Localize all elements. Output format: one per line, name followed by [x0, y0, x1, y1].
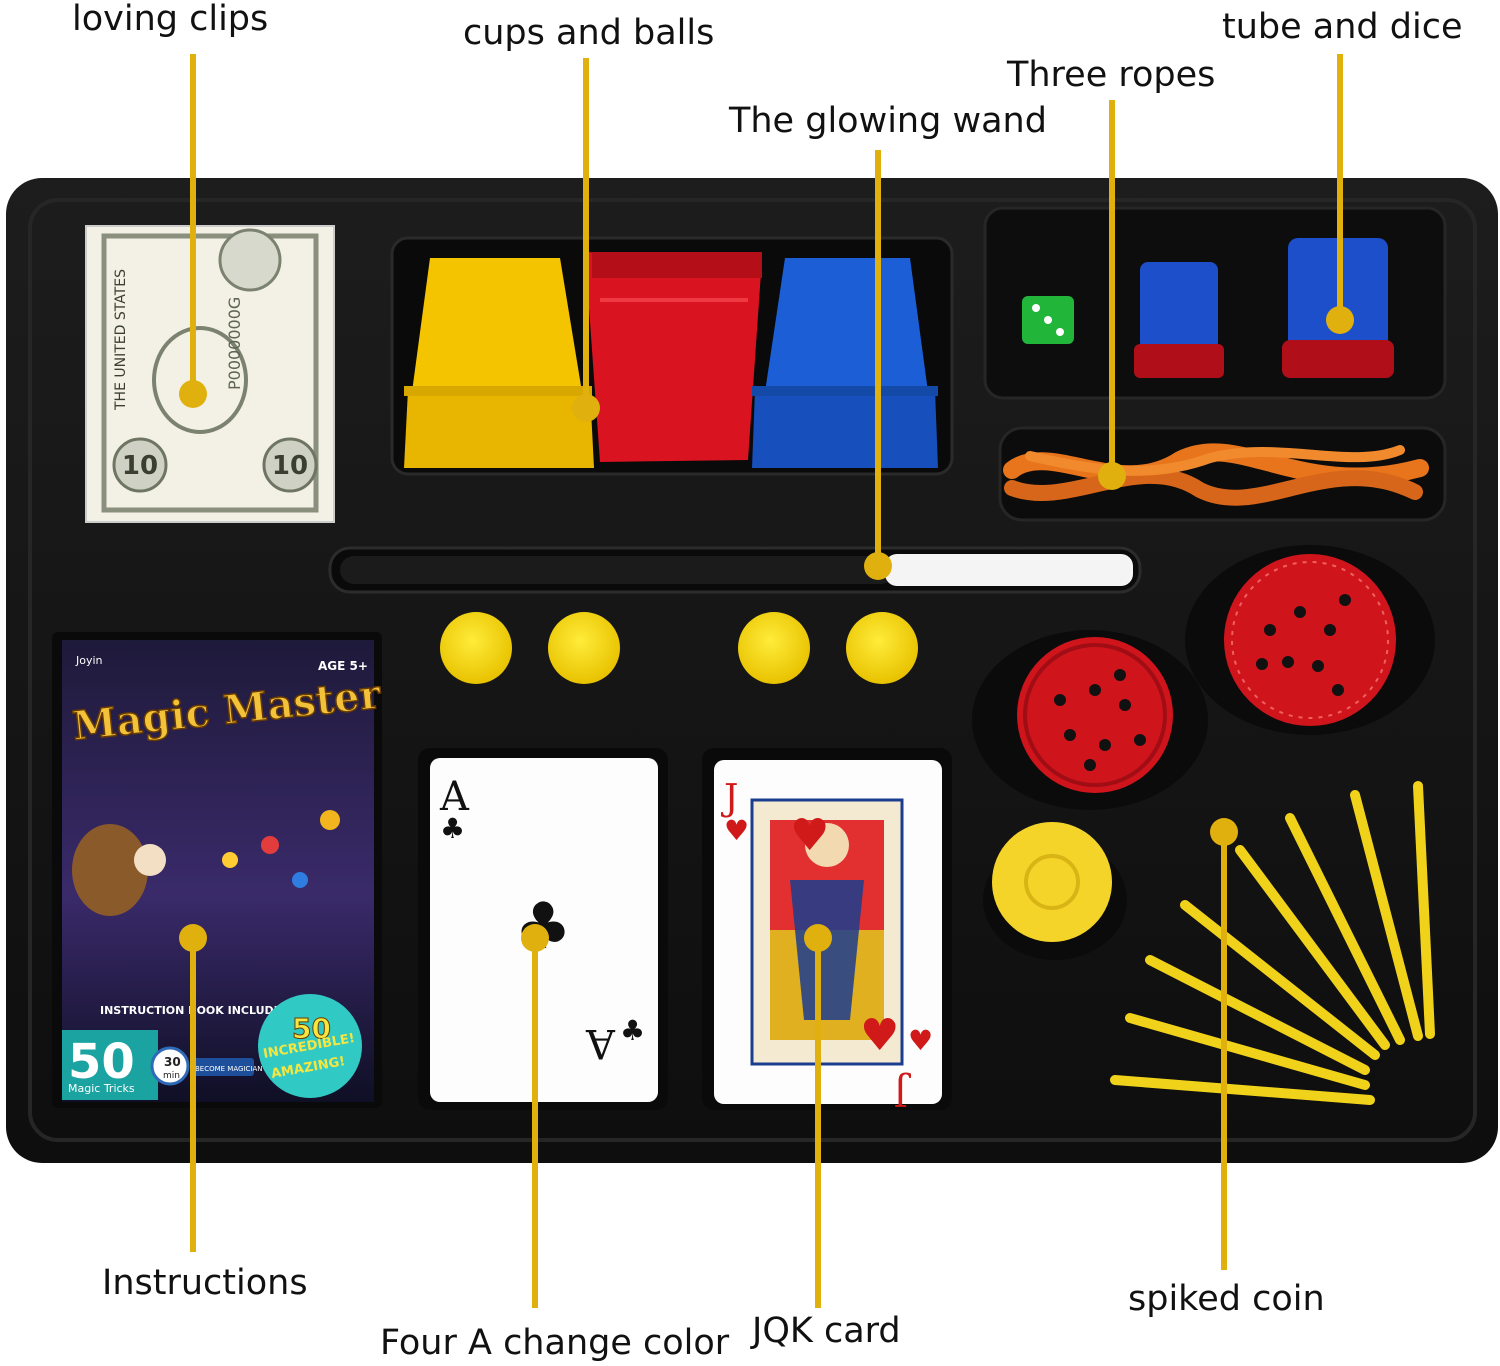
jack-suit-center-top: ♥: [790, 810, 829, 861]
leader-cups-and-balls: [583, 58, 589, 408]
ace-suit-top: ♣: [440, 812, 465, 845]
ace-rank-top: A: [439, 774, 470, 820]
yellow-cup: [404, 258, 594, 468]
label-glowing-wand: The glowing wand: [729, 101, 1047, 141]
book-minutes-unit: min: [163, 1071, 180, 1081]
small-tube: [1134, 262, 1224, 378]
label-loving-clips: loving clips: [72, 0, 269, 39]
red-cup: [585, 252, 762, 462]
bill-header: THE UNITED STATES: [113, 269, 129, 411]
dot-cups-and-balls: [572, 394, 600, 422]
dot-glowing-wand: [864, 552, 892, 580]
bill-denomination-left: 10: [122, 451, 158, 481]
dot-spiked-coin: [1210, 818, 1238, 846]
leader-spiked-coin: [1221, 832, 1227, 1270]
jack-rank-top: J: [720, 778, 738, 819]
jack-suit-top: ♥: [724, 814, 749, 847]
dot-three-ropes: [1098, 462, 1126, 490]
label-instructions: Instructions: [102, 1263, 308, 1303]
book-count: 50: [68, 1034, 135, 1090]
sponge-balls: [440, 612, 918, 684]
leader-tube-and-dice: [1337, 54, 1343, 322]
jack-suit-center-bottom: ♥: [860, 1010, 899, 1061]
red-coin-holders: [972, 545, 1435, 810]
book-become: BECOME MAGICIAN: [195, 1065, 262, 1073]
label-jqk-card: JQK card: [752, 1311, 901, 1351]
label-four-a: Four A change color: [380, 1323, 730, 1363]
bill-denomination-right: 10: [272, 451, 308, 481]
book-age: AGE 5+: [318, 659, 368, 673]
dot-loving-clips: [179, 380, 207, 408]
cups-compartment: [390, 236, 954, 476]
tube-dice-compartment: [983, 206, 1447, 400]
jack-suit-bottom: ♥: [908, 1024, 933, 1057]
leader-glowing-wand: [875, 150, 881, 566]
ace-rank-bottom: A: [585, 1020, 616, 1066]
leader-three-ropes: [1109, 100, 1115, 476]
jack-rank-bottom: J: [894, 1071, 912, 1112]
ace-suit-bottom: ♣: [620, 1014, 645, 1047]
dot-tube-and-dice: [1326, 306, 1354, 334]
yellow-sun-coin: [983, 822, 1127, 960]
leader-loving-clips: [190, 54, 196, 394]
dot-instructions: [179, 924, 207, 952]
book-brand: Joyin: [75, 654, 103, 667]
blue-cup: [752, 258, 938, 468]
book-count-sub: Magic Tricks: [68, 1082, 135, 1095]
book-minutes: 30: [164, 1055, 181, 1069]
label-three-ropes: Three ropes: [1007, 55, 1216, 95]
leader-instructions: [190, 938, 196, 1252]
leader-jqk-card: [815, 938, 821, 1308]
dot-jqk-card: [804, 924, 832, 952]
instruction-book: Joyin AGE 5+ Magic Master INSTRUCTION BO…: [52, 632, 384, 1108]
spike-fan: [1110, 781, 1435, 1105]
bill-serial: P0000000G: [225, 297, 244, 390]
green-die: [1022, 296, 1074, 344]
badge-number: 50: [292, 1012, 331, 1045]
dollar-bill: 10 10 P0000000G THE UNITED STATES: [85, 225, 335, 523]
label-cups-and-balls: cups and balls: [463, 13, 715, 53]
rope-compartment: [998, 426, 1447, 522]
magic-wand: [328, 546, 1142, 594]
label-tube-and-dice: tube and dice: [1222, 7, 1463, 47]
leader-four-a: [532, 938, 538, 1308]
label-spiked-coin: spiked coin: [1128, 1279, 1325, 1319]
dot-four-a: [521, 924, 549, 952]
